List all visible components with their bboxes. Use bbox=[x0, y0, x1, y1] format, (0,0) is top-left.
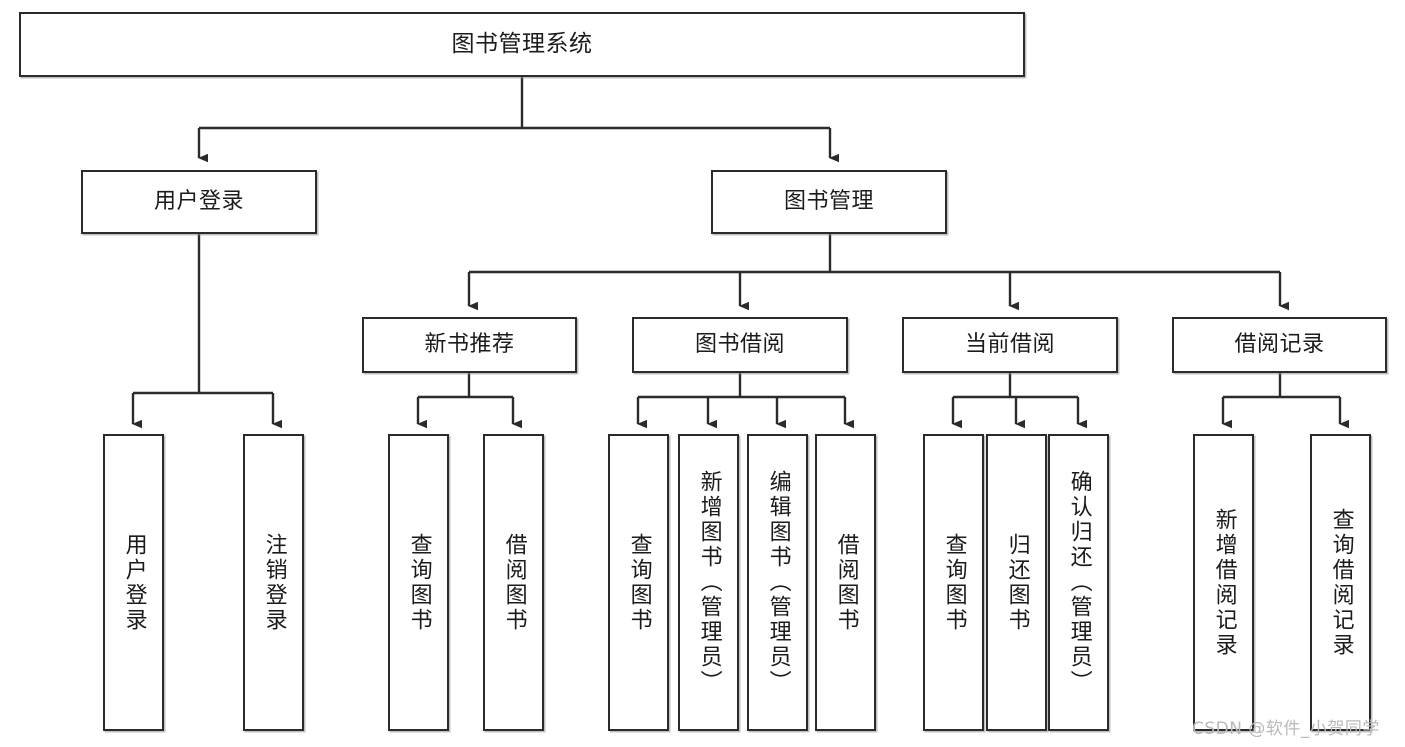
node-book-borrow[interactable]: 图书借阅 bbox=[632, 317, 848, 373]
node-user-login[interactable]: 用户登录 bbox=[81, 170, 317, 234]
node-label: 编辑图书（管理员） bbox=[765, 470, 791, 695]
node-label: 新增图书（管理员） bbox=[696, 470, 722, 695]
leaf-current-borrow-query-book[interactable]: 查询图书 bbox=[923, 434, 984, 731]
node-label: 查询图书 bbox=[941, 532, 967, 633]
node-label: 注销登录 bbox=[261, 532, 287, 633]
leaf-current-borrow-confirm-return-admin[interactable]: 确认归还（管理员） bbox=[1048, 434, 1109, 731]
node-label: 查询图书 bbox=[626, 532, 652, 633]
leaf-book-borrow-query-book[interactable]: 查询图书 bbox=[608, 434, 669, 731]
node-label: 新书推荐 bbox=[424, 332, 515, 358]
leaf-book-borrow-borrow-book[interactable]: 借阅图书 bbox=[815, 434, 876, 731]
node-current-borrow[interactable]: 当前借阅 bbox=[902, 317, 1118, 373]
leaf-user-login-logout[interactable]: 注销登录 bbox=[243, 434, 304, 731]
leaf-book-borrow-add-book-admin[interactable]: 新增图书（管理员） bbox=[678, 434, 739, 731]
node-new-book-recommend[interactable]: 新书推荐 bbox=[362, 317, 577, 373]
node-label: 查询借阅记录 bbox=[1328, 507, 1354, 658]
node-label: 图书管理 bbox=[783, 189, 874, 215]
node-label: 图书管理系统 bbox=[451, 30, 593, 57]
node-root-book-management-system[interactable]: 图书管理系统 bbox=[19, 12, 1025, 77]
node-book-management[interactable]: 图书管理 bbox=[711, 170, 947, 234]
leaf-borrow-record-query-record[interactable]: 查询借阅记录 bbox=[1310, 434, 1371, 731]
node-label: 当前借阅 bbox=[964, 332, 1055, 358]
node-borrow-record[interactable]: 借阅记录 bbox=[1172, 317, 1387, 373]
leaf-user-login-login[interactable]: 用户登录 bbox=[103, 434, 164, 731]
leaf-book-borrow-edit-book-admin[interactable]: 编辑图书（管理员） bbox=[747, 434, 808, 731]
leaf-current-borrow-return-book[interactable]: 归还图书 bbox=[986, 434, 1047, 731]
node-label: 归还图书 bbox=[1004, 532, 1030, 633]
node-label: 借阅图书 bbox=[833, 532, 859, 633]
node-label: 用户登录 bbox=[121, 532, 147, 633]
node-label: 新增借阅记录 bbox=[1211, 507, 1237, 658]
leaf-new-book-query-book[interactable]: 查询图书 bbox=[388, 434, 449, 731]
leaf-new-book-borrow-book[interactable]: 借阅图书 bbox=[483, 434, 544, 731]
node-label: 借阅图书 bbox=[501, 532, 527, 633]
node-label: 用户登录 bbox=[153, 189, 244, 215]
node-label: 图书借阅 bbox=[694, 332, 785, 358]
node-label: 借阅记录 bbox=[1234, 332, 1325, 358]
node-label: 确认归还（管理员） bbox=[1066, 470, 1092, 695]
leaf-borrow-record-add-record[interactable]: 新增借阅记录 bbox=[1193, 434, 1254, 731]
watermark: CSDN @软件_小贺同学 bbox=[1192, 719, 1380, 739]
node-label: 查询图书 bbox=[406, 532, 432, 633]
